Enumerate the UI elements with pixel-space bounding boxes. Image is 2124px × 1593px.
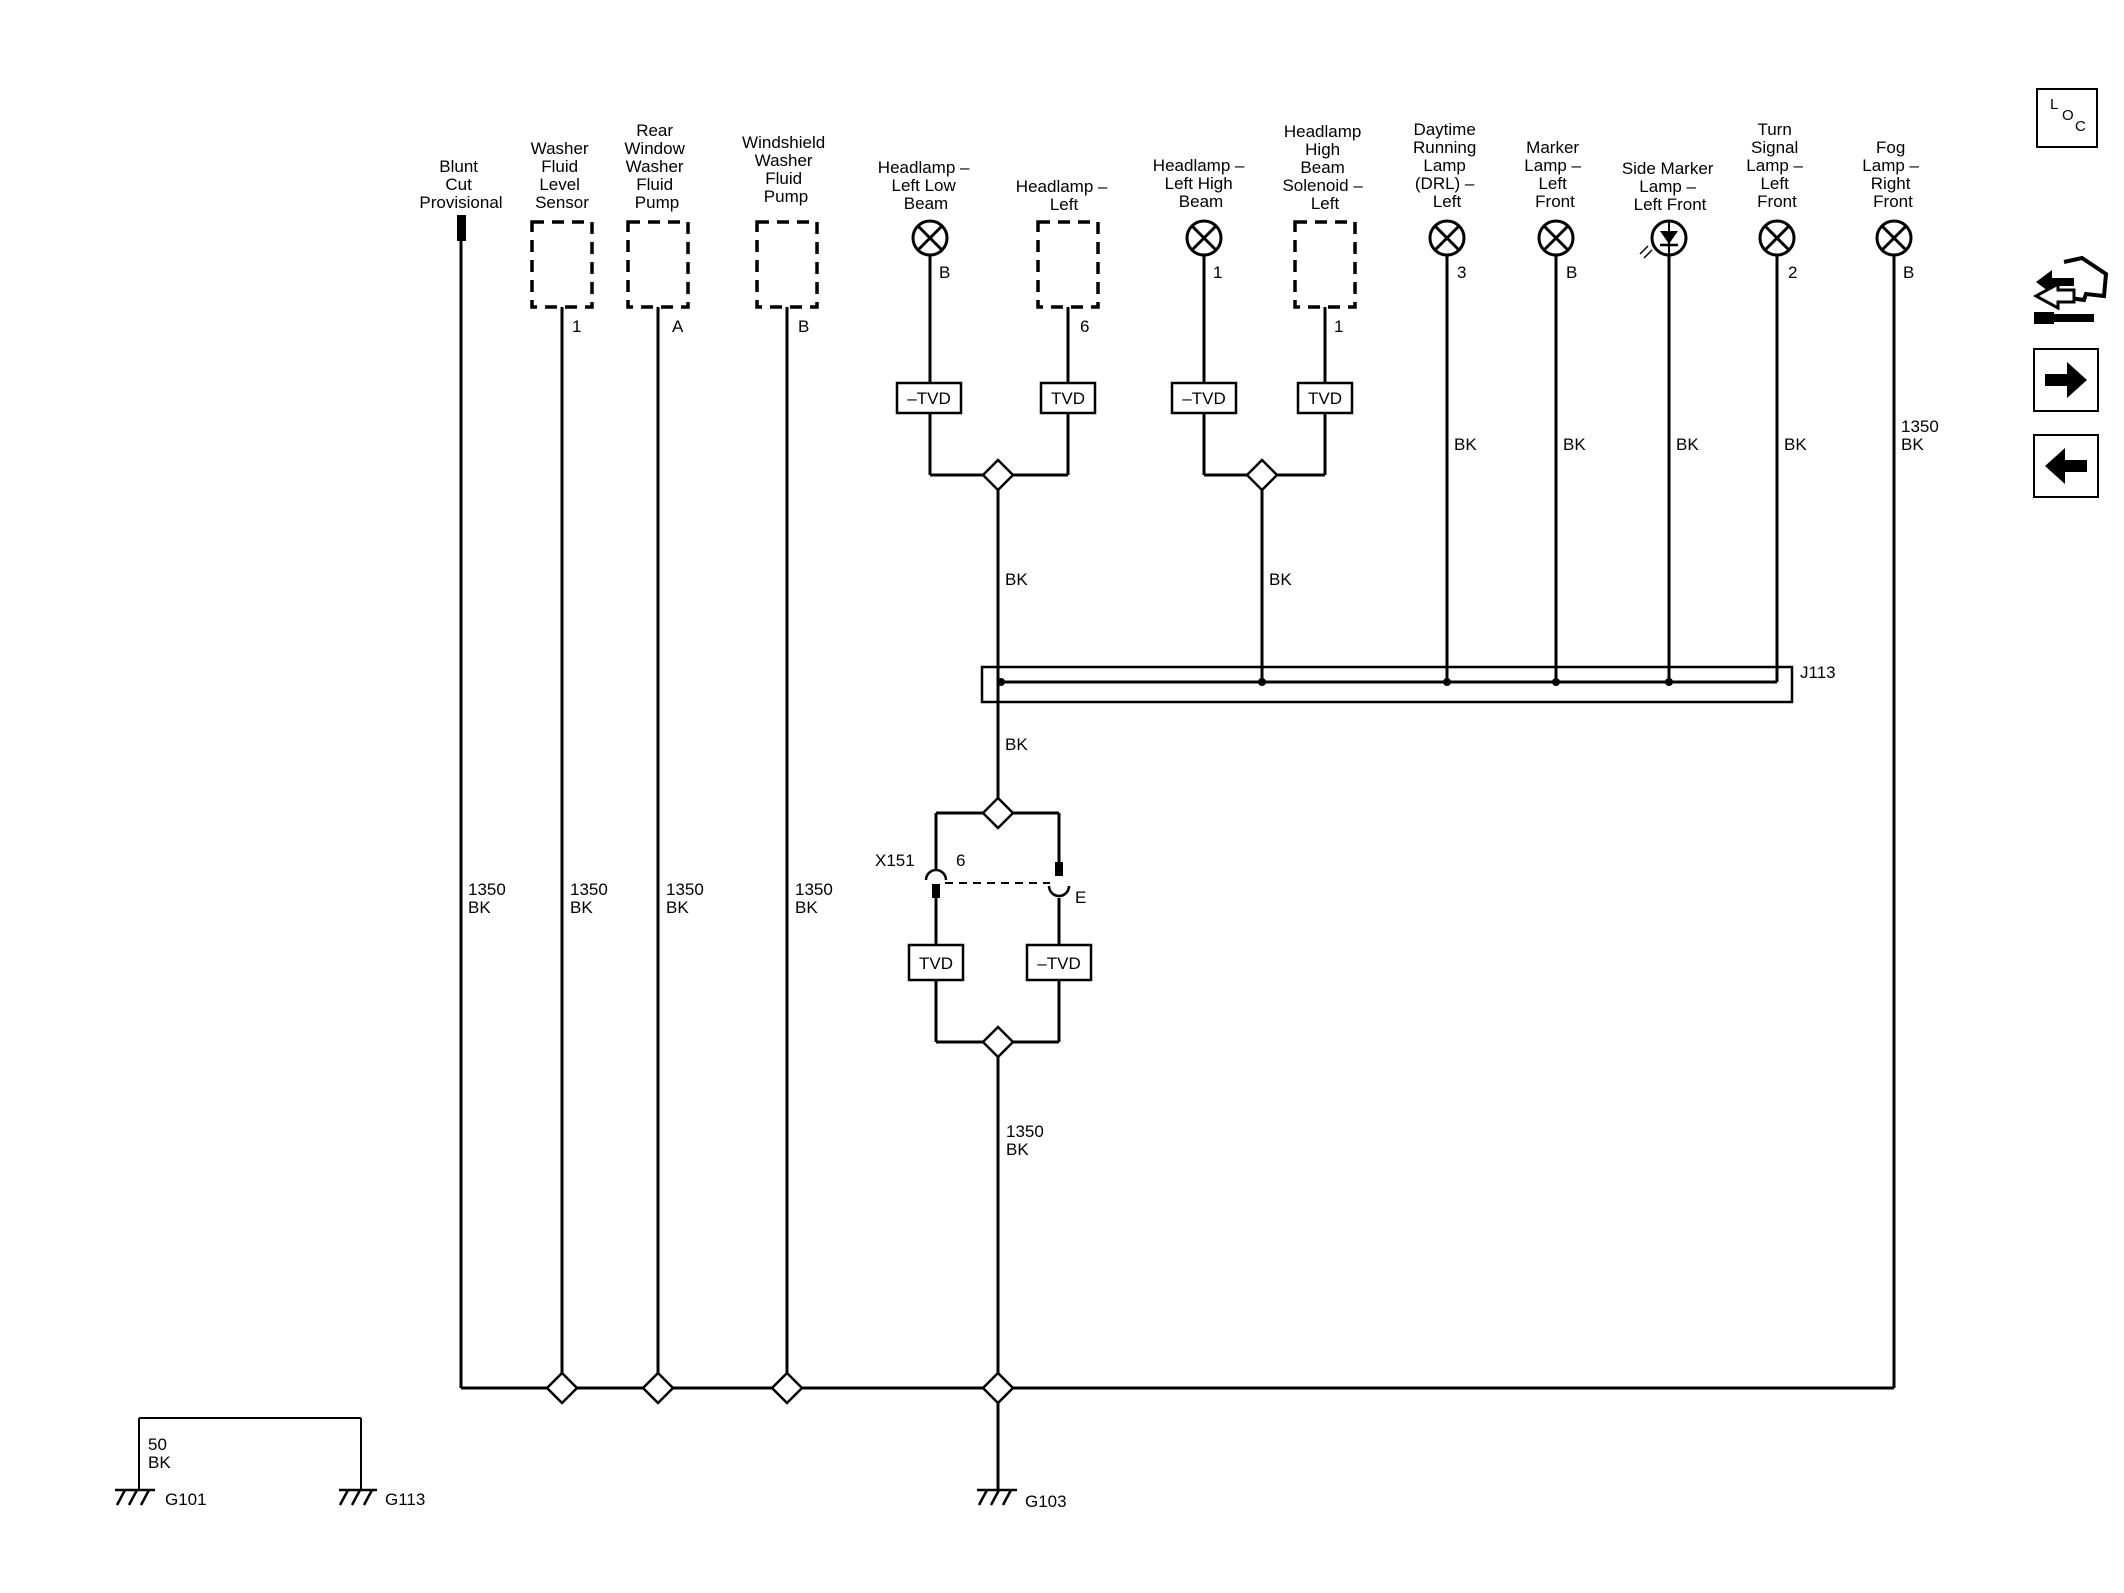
pin-headlamp-low: B [939, 263, 950, 282]
wires [138, 241, 1896, 1490]
wire-label-main-ground-circuit: 1350 [1006, 1122, 1044, 1141]
label-high-beam-solenoid: Headlamp High Beam Solenoid – Left [1282, 122, 1367, 213]
loc-letter-l: L [2050, 96, 2059, 113]
wire-label-windshield-circuit: 1350 [795, 880, 833, 899]
wire-label-turn-color: BK [1784, 435, 1807, 454]
arrow-left-icon [2045, 448, 2087, 484]
windshield-washer-pump-box [755, 220, 819, 309]
headlamp-left-box [1036, 220, 1100, 309]
label-side-marker-lamp: Side Marker Lamp – Left Front [1622, 159, 1718, 214]
ground-g103: G103 [977, 1488, 1067, 1511]
j113-label: J113 [1800, 663, 1836, 682]
wire-label-windshield-color: BK [795, 898, 818, 917]
next-page-button[interactable] [2033, 348, 2099, 412]
x151-pin-6: 6 [956, 851, 965, 870]
wire-label-ground-link-circuit: 50 [148, 1435, 167, 1454]
wire-label-rear-washer-color: BK [666, 898, 689, 917]
ground-g101: G101 [115, 1488, 207, 1509]
wire-label-washer-level-color: BK [570, 898, 593, 917]
pin-fog: B [1903, 263, 1914, 282]
wire-label-j113-out-color: BK [1005, 735, 1028, 754]
high-beam-solenoid-box [1293, 220, 1357, 309]
wire-label-blunt-circuit: 1350 [468, 880, 506, 899]
tvd-boxes: –TVD TVD –TVD TVD TVD –TVD [895, 381, 1354, 982]
wire-label-rear-washer-circuit: 1350 [666, 880, 704, 899]
wire-label-headlamp-left-color: BK [1005, 570, 1028, 589]
loc-letter-c: C [2075, 118, 2086, 135]
pin-washer-level: 1 [572, 317, 581, 336]
pin-rear-washer: A [672, 317, 684, 336]
wire-label-blunt-color: BK [468, 898, 491, 917]
j113-splice-pack [980, 665, 1794, 704]
pin-marker: B [1566, 263, 1577, 282]
label-blunt-cut: Blunt Cut Provisional [419, 157, 502, 212]
label-fog-lamp-right-front: Fog Lamp – Right Front [1862, 138, 1923, 211]
prev-page-button[interactable] [2033, 434, 2099, 498]
ground-label-g101: G101 [165, 1490, 207, 1509]
label-headlamp-left-low-beam: Headlamp – Left Low Beam [878, 158, 974, 213]
label-windshield-washer-pump: Windshield Washer Fluid Pump [742, 133, 830, 206]
pin-turn-signal: 2 [1788, 263, 1797, 282]
connector-tools-svg [2032, 255, 2109, 324]
tvd-neg-low: –TVD [907, 389, 950, 408]
tvd-pos-lower: TVD [919, 954, 953, 973]
label-turn-signal-lamp: Turn Signal Lamp – Left Front [1746, 120, 1807, 211]
pin-headlamp-left: 6 [1080, 317, 1089, 336]
x151-label: X151 [875, 851, 915, 870]
label-drl-left: Daytime Running Lamp (DRL) – Left [1413, 120, 1481, 211]
washer-fluid-level-sensor-box [530, 220, 594, 309]
wire-label-drl-color: BK [1454, 435, 1477, 454]
label-marker-lamp-left-front: Marker Lamp – Left Front [1524, 138, 1585, 211]
wire-label-fog-circuit: 1350 [1901, 417, 1939, 436]
pin-headlamp-high: 1 [1213, 263, 1222, 282]
x151-pin-e: E [1075, 888, 1086, 907]
label-washer-fluid-level-sensor: Washer Fluid Level Sensor [531, 139, 594, 212]
wire-label-washer-level-circuit: 1350 [570, 880, 608, 899]
pin-high-beam-solenoid: 1 [1334, 317, 1343, 336]
lamp-icon-headlamp-low [911, 219, 949, 257]
pin-labels: 1 A B B 6 1 1 3 B 2 B [572, 263, 1914, 336]
ground-g113: G113 [338, 1488, 425, 1509]
wire-label-marker-color: BK [1563, 435, 1586, 454]
label-headlamp-left: Headlamp – Left [1016, 177, 1112, 214]
tvd-pos-solenoid: TVD [1308, 389, 1342, 408]
wire-label-ground-link-color: BK [148, 1453, 171, 1472]
loc-button[interactable]: L O C [2036, 88, 2098, 148]
wire-label-main-ground-color: BK [1006, 1140, 1029, 1159]
label-rear-window-washer-pump: Rear Window Washer Fluid Pump [624, 121, 689, 212]
pin-windshield-washer: B [798, 317, 809, 336]
pin-drl: 3 [1457, 263, 1466, 282]
wire-label-side-marker-color: BK [1676, 435, 1699, 454]
tvd-pos-left: TVD [1051, 389, 1085, 408]
ground-label-g113: G113 [385, 1490, 425, 1509]
wire-label-headlamp-high-color: BK [1269, 570, 1292, 589]
connector-tools-icon[interactable] [2030, 252, 2110, 328]
lamp-icon-drl [1428, 219, 1466, 257]
lamp-icon-marker [1537, 219, 1575, 257]
ground-label-g103: G103 [1025, 1492, 1067, 1511]
splices [545, 458, 1279, 1405]
tvd-neg-lower: –TVD [1037, 954, 1080, 973]
rear-window-washer-pump-box [626, 220, 690, 309]
lamp-icon-turn-signal [1758, 219, 1796, 257]
j113-junction-dots [997, 678, 1673, 686]
wire-label-fog-color: BK [1901, 435, 1924, 454]
blunt-cut-terminal [457, 215, 466, 241]
lamp-icon-fog [1875, 219, 1913, 257]
loc-letter-o: O [2062, 107, 2074, 124]
arrow-right-icon [2045, 362, 2087, 398]
lamp-icon-headlamp-high [1185, 219, 1223, 257]
x151-connector: X151 6 E [875, 851, 1086, 907]
led-icon-side-marker [1639, 219, 1688, 259]
component-labels: Blunt Cut Provisional Washer Fluid Level… [419, 120, 1923, 214]
label-headlamp-left-high-beam: Headlamp – Left High Beam [1153, 156, 1249, 211]
wire-labels: BK BK BK BK BK BK 1350 BK BK 1350 BK 135… [148, 417, 1939, 1472]
tvd-neg-high: –TVD [1182, 389, 1225, 408]
